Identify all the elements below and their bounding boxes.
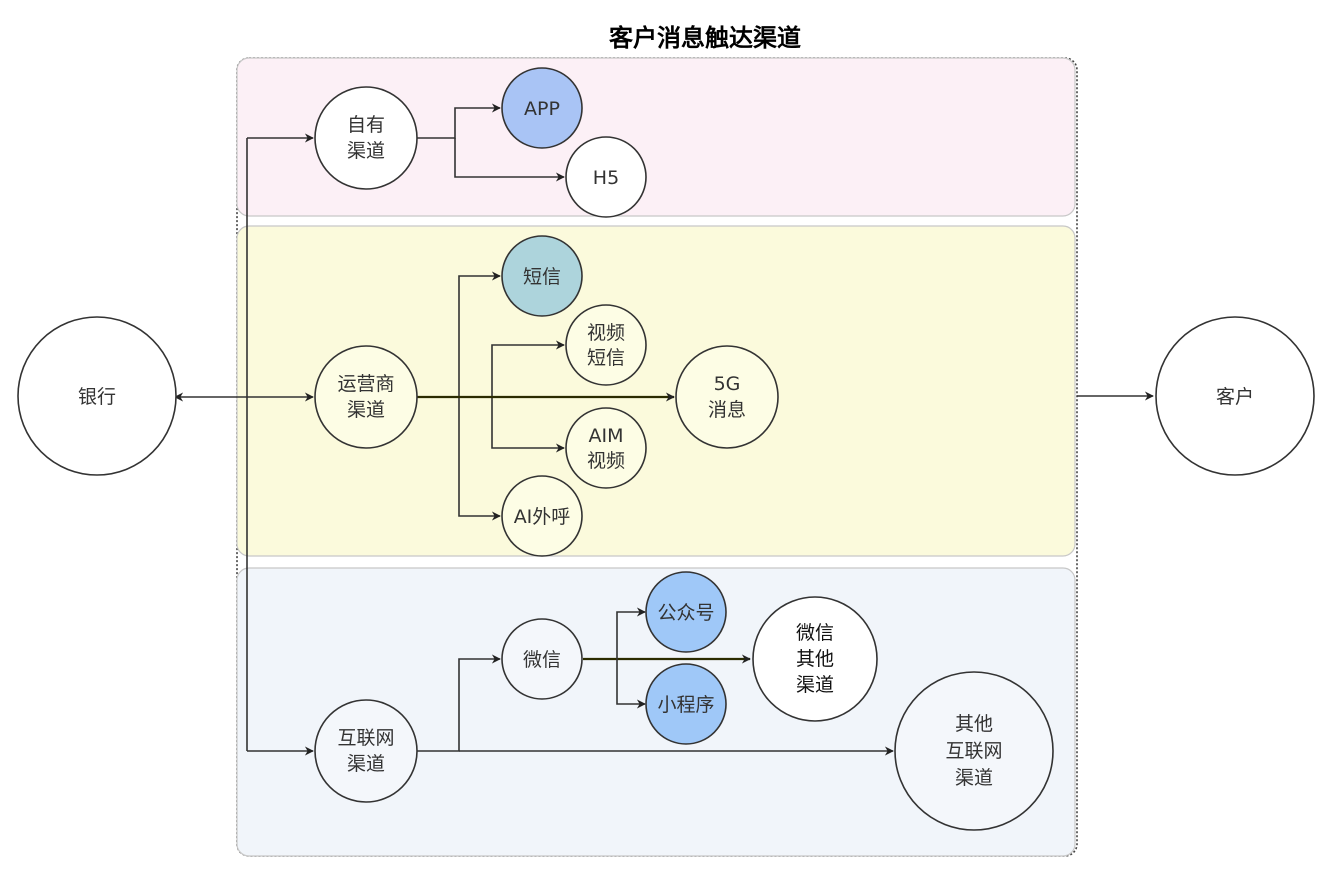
node-mini-program-label: 小程序: [657, 694, 714, 716]
node-bank-label: 银行: [78, 386, 116, 408]
band-self-channel: [236, 57, 1076, 217]
edges: [174, 103, 1154, 756]
node-official-account-label: 公众号: [657, 602, 714, 624]
node-5g-label-1: 5G: [714, 373, 741, 395]
node-official-account[interactable]: [645, 571, 727, 653]
node-operator-channel[interactable]: [314, 345, 418, 449]
node-app-label: APP: [524, 98, 560, 120]
node-other-internet-label-2: 互联网: [945, 740, 1002, 762]
edge-to-wechat: [417, 654, 501, 752]
node-internet-channel-label-1: 互联网: [337, 727, 394, 749]
node-customer-label: 客户: [1216, 386, 1254, 408]
node-video-sms-label-2: 短信: [587, 347, 625, 369]
edge-to-app: [417, 103, 501, 139]
node-app[interactable]: [501, 67, 583, 149]
node-mini-program[interactable]: [645, 663, 727, 745]
node-5g[interactable]: [675, 345, 779, 449]
node-self-channel-label-2: 渠道: [347, 140, 385, 162]
edge-to-official-account: [616, 607, 646, 659]
node-sms-label: 短信: [523, 266, 561, 288]
node-self-channel-label-1: 自有: [347, 114, 385, 136]
node-wechat-other-label-3: 渠道: [796, 674, 834, 696]
node-wechat-other-label-2: 其他: [796, 648, 834, 670]
node-aim-video-label-1: AIM: [589, 425, 624, 447]
node-internet-channel-label-2: 渠道: [347, 753, 385, 775]
node-other-internet-label-1: 其他: [955, 713, 993, 735]
node-customer[interactable]: [1155, 316, 1315, 476]
node-other-internet-label-3: 渠道: [955, 767, 993, 789]
node-ai-call[interactable]: [501, 475, 583, 557]
edge-to-video-sms: [491, 340, 565, 397]
band-operator-channel: [236, 225, 1076, 557]
node-wechat-label: 微信: [523, 649, 561, 671]
node-video-sms[interactable]: [565, 304, 647, 386]
node-other-internet[interactable]: [894, 671, 1054, 831]
node-h5[interactable]: [565, 136, 647, 218]
node-wechat[interactable]: [501, 618, 583, 700]
node-self-channel[interactable]: [314, 86, 418, 190]
node-wechat-other-label-1: 微信: [796, 622, 834, 644]
node-video-sms-label-1: 视频: [587, 322, 625, 344]
node-operator-channel-label-2: 渠道: [347, 399, 385, 421]
node-internet-channel[interactable]: [314, 699, 418, 803]
node-aim-video[interactable]: [565, 407, 647, 489]
node-5g-label-2: 消息: [708, 399, 746, 421]
node-operator-channel-label-1: 运营商: [337, 373, 394, 395]
edge-to-mini-program: [616, 659, 646, 709]
node-wechat-other[interactable]: [752, 596, 878, 722]
diagram-title: 客户消息触达渠道: [609, 24, 801, 52]
edge-to-h5: [454, 138, 565, 182]
node-aim-video-label-2: 视频: [587, 450, 625, 472]
node-ai-call-label: AI外呼: [514, 506, 571, 528]
edge-to-aim-video: [491, 397, 565, 453]
node-h5-label: H5: [593, 167, 619, 189]
edge-to-ai-call: [458, 397, 501, 521]
node-sms[interactable]: [501, 235, 583, 317]
node-bank[interactable]: [17, 316, 177, 476]
